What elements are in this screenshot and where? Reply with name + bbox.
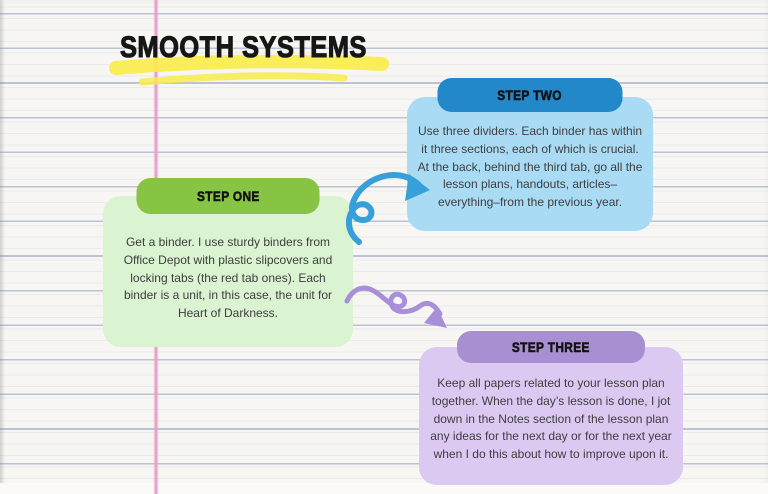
curved-arrow-purple-icon (344, 285, 447, 328)
step-three-card: STEP THREE Keep all papers related to yo… (419, 331, 683, 485)
step-three-label: STEP THREE (512, 339, 590, 356)
page-title: SMOOTH SYSTEMS (120, 31, 367, 64)
paper-left-edge (0, 0, 5, 494)
step-two-card: STEP TWO Use three dividers. Each binder… (407, 78, 653, 231)
step-three-text: Keep all papers related to your lesson p… (430, 376, 672, 461)
paper-bottom-margin (0, 483, 768, 494)
step-one-header: STEP ONE (136, 178, 320, 214)
step-three-header: STEP THREE (457, 331, 645, 363)
step-one-text: Get a binder. I use sturdy binders from … (123, 235, 333, 320)
step-one-card: STEP ONE Get a binder. I use sturdy bind… (103, 178, 353, 347)
step-one-label: STEP ONE (196, 188, 260, 205)
step-two-label: STEP TWO (497, 87, 563, 104)
title-block: SMOOTH SYSTEMS (109, 31, 410, 86)
step-two-header: STEP TWO (437, 78, 623, 112)
step-two-text: Use three dividers. Each binder has with… (417, 124, 643, 209)
